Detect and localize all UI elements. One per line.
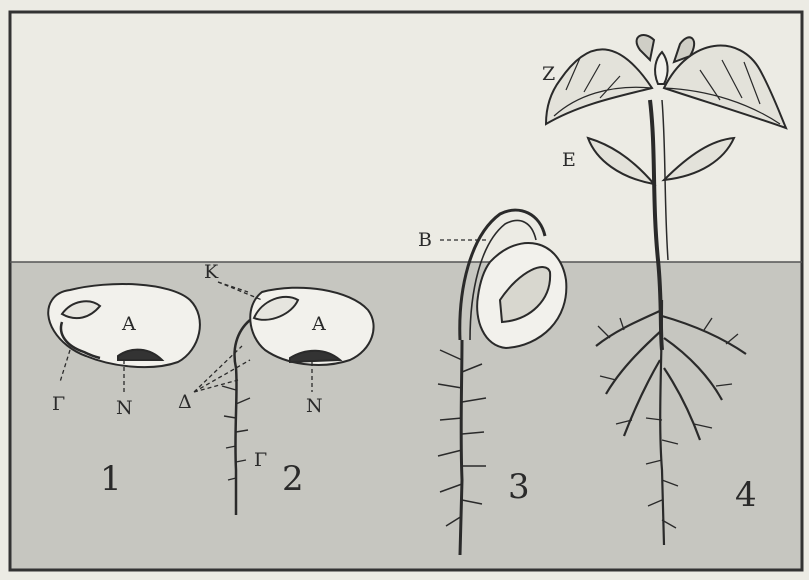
stage-number-3: 3	[508, 467, 530, 507]
label-N-stage2: N	[306, 395, 323, 417]
label-K: K	[204, 261, 219, 283]
label-B: B	[418, 229, 432, 251]
label-Gamma-stage1: Γ	[52, 393, 65, 415]
label-Gamma-stage2: Γ	[254, 449, 267, 471]
label-N-stage1: N	[116, 397, 133, 419]
label-A-stage2: A	[311, 313, 326, 335]
seedling-3-main-root	[460, 340, 462, 555]
label-A-stage1: A	[121, 313, 136, 335]
label-E: E	[562, 149, 576, 171]
stage-number-2: 2	[282, 459, 304, 499]
label-Delta: Δ	[178, 391, 192, 413]
stage-number-4: 4	[735, 475, 757, 515]
label-Z: Z	[542, 63, 555, 85]
stage-number-1: 1	[100, 459, 122, 499]
